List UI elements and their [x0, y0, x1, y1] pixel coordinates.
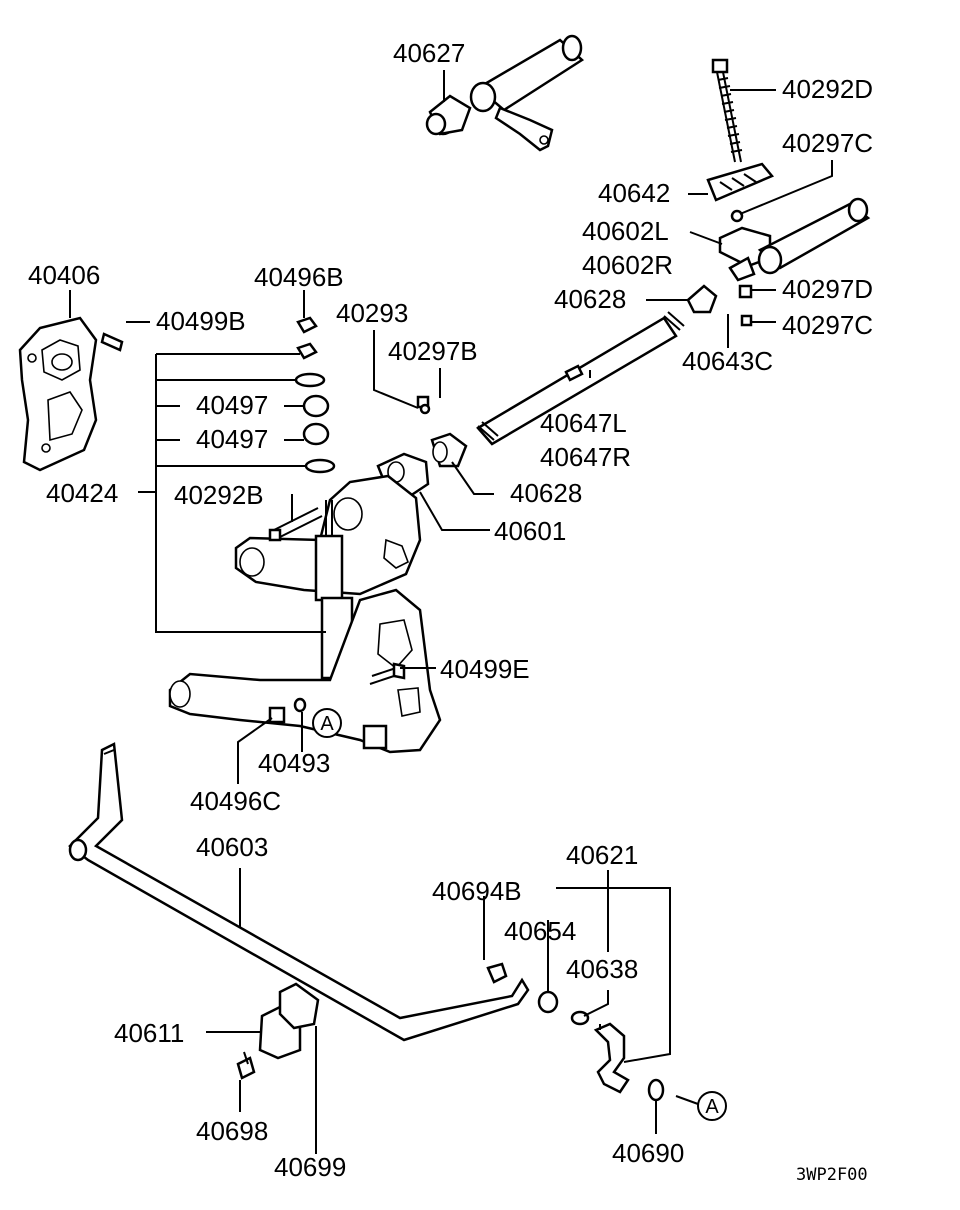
svg-text:A: A	[705, 1096, 719, 1118]
long-bolt-40292D-part	[711, 58, 743, 163]
label-40292B: 40292B	[174, 480, 264, 510]
label-40647R: 40647R	[540, 442, 631, 472]
label-40497-a: 40497	[196, 390, 268, 420]
part-labels: 40627 40292D 40297C 40642 40602L 40602R …	[28, 38, 873, 1185]
leader-lines	[69, 70, 833, 1154]
label-40499E: 40499E	[440, 654, 530, 684]
label-40698: 40698	[196, 1116, 268, 1146]
bracket-40406-part	[18, 316, 124, 472]
label-40603: 40603	[196, 832, 268, 862]
label-40699: 40699	[274, 1152, 346, 1182]
label-40647L: 40647L	[540, 408, 627, 438]
label-40654: 40654	[504, 916, 576, 946]
crossmember-bracket-part	[718, 197, 871, 327]
label-40493: 40493	[258, 748, 330, 778]
label-40292D: 40292D	[782, 74, 873, 104]
label-40602R: 40602R	[582, 250, 673, 280]
boot-40628-top-part	[686, 284, 718, 314]
callout-a-lower: A	[697, 1091, 727, 1121]
torsion-anchor-arm-part	[425, 34, 585, 152]
torsion-bar-40647-part	[476, 311, 685, 446]
diagram-code: 3WP2F00	[796, 1165, 868, 1185]
label-40628-top: 40628	[554, 284, 626, 314]
label-40293: 40293	[336, 298, 408, 328]
label-40628-lower: 40628	[510, 478, 582, 508]
label-40621: 40621	[566, 840, 638, 870]
label-40497-b: 40497	[196, 424, 268, 454]
label-40601: 40601	[494, 516, 566, 546]
label-40643C: 40643C	[682, 346, 773, 376]
label-40690: 40690	[612, 1138, 684, 1168]
label-40297B: 40297B	[388, 336, 478, 366]
label-40496B: 40496B	[254, 262, 344, 292]
label-40611: 40611	[114, 1018, 184, 1048]
svg-text:A: A	[320, 713, 334, 735]
label-40496C: 40496C	[190, 786, 281, 816]
callout-a-upper: A	[312, 708, 342, 738]
label-40627: 40627	[393, 38, 465, 68]
label-40638: 40638	[566, 954, 638, 984]
boot-40628-lower-part	[430, 432, 468, 468]
label-40406: 40406	[28, 260, 100, 290]
label-40297D: 40297D	[782, 274, 873, 304]
plate-40642-part	[706, 162, 775, 223]
bushing-bracket-part	[236, 982, 320, 1080]
label-40694B: 40694B	[432, 876, 522, 906]
label-40424: 40424	[46, 478, 118, 508]
nut-40694B-part	[486, 962, 508, 984]
label-40602L: 40602L	[582, 216, 669, 246]
label-40642: 40642	[598, 178, 670, 208]
shock-washers-stack	[294, 316, 336, 474]
lower-control-arm-part	[168, 588, 442, 754]
label-40499B: 40499B	[156, 306, 246, 336]
stabilizer-bar-40603-part	[68, 742, 530, 1042]
label-40297C-bottom: 40297C	[782, 310, 873, 340]
label-40297C-top: 40297C	[782, 128, 873, 158]
